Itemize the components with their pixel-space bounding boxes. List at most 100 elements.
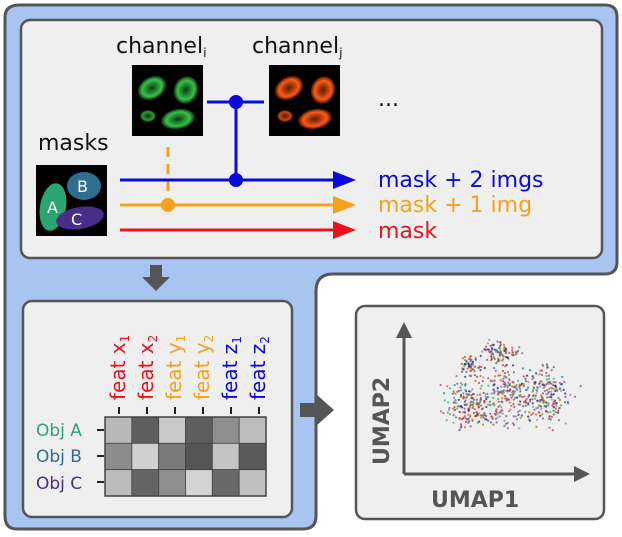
umap-point [561, 375, 564, 378]
heatmap-cell [104, 469, 133, 497]
umap-point [546, 389, 549, 392]
umap-point [502, 343, 505, 346]
umap-point [472, 412, 475, 415]
umap-point [547, 374, 551, 377]
umap-point [558, 381, 562, 384]
umap-point [543, 389, 546, 393]
umap-point [532, 376, 535, 379]
umap-point [512, 371, 516, 374]
umap-point [453, 408, 456, 412]
umap-point [558, 398, 562, 402]
umap-point [452, 414, 455, 417]
umap-point [467, 393, 470, 396]
umap-point [492, 355, 495, 358]
umap-point [564, 392, 567, 395]
column-ticks [118, 407, 260, 414]
umap-point [554, 407, 557, 410]
umap-point [545, 378, 548, 381]
umap-point [518, 384, 522, 387]
heatmap-cell [185, 469, 213, 497]
output-arrow-mask-1img [120, 196, 356, 214]
umap-point [498, 411, 502, 414]
umap-point [532, 412, 535, 415]
umap-point [541, 417, 545, 420]
umap-point [460, 425, 463, 428]
umap-point [465, 395, 469, 398]
umap-point [469, 369, 472, 372]
umap-point [493, 391, 496, 395]
umap-point [462, 397, 465, 400]
umap-point [473, 365, 476, 368]
umap-point [484, 393, 487, 396]
umap-point [563, 401, 567, 404]
umap-point [469, 400, 473, 403]
umap-point [472, 398, 475, 401]
umap-point [556, 389, 559, 392]
umap-point [507, 398, 510, 401]
umap-point [493, 383, 496, 386]
umap-point [528, 418, 531, 421]
umap-point [500, 400, 503, 403]
mask-image: A B C [36, 165, 107, 236]
umap-point [535, 372, 538, 375]
umap-point [544, 400, 548, 404]
umap-point [499, 379, 502, 382]
umap-point [500, 353, 503, 356]
umap-point [505, 384, 508, 387]
umap-point [553, 402, 556, 405]
umap-point [460, 418, 463, 421]
umap-point [513, 405, 516, 409]
umap-point [531, 378, 534, 381]
umap-point [536, 386, 539, 389]
umap-point [491, 417, 494, 420]
right-arrow-icon [300, 394, 334, 426]
umap-point [521, 352, 524, 355]
umap-point [503, 382, 506, 386]
umap-point [475, 411, 478, 414]
umap-point [511, 346, 514, 349]
umap-point [447, 401, 450, 404]
umap-point [526, 388, 529, 391]
umap-point [496, 387, 499, 390]
umap-point [493, 357, 496, 360]
umap-point [486, 358, 489, 361]
column-header-feat-z2: feat z2 [246, 336, 272, 400]
umap-point [503, 372, 506, 375]
umap-point [505, 399, 508, 402]
umap-point [539, 369, 542, 372]
umap-point [458, 411, 462, 414]
umap-point [494, 369, 497, 372]
umap-point [538, 404, 541, 407]
umap-point [462, 411, 465, 414]
umap-point [521, 382, 524, 385]
umap-point [457, 405, 461, 408]
umap-point [453, 384, 456, 387]
umap-point [474, 415, 477, 418]
umap-point [482, 391, 485, 394]
umap-point [508, 351, 511, 354]
umap-point [471, 419, 474, 422]
umap-point [494, 375, 497, 378]
umap-point [552, 413, 555, 416]
umap-point [517, 403, 520, 406]
umap-point [538, 373, 541, 376]
umap-point [500, 397, 504, 400]
umap-point [504, 397, 507, 400]
umap-point [475, 398, 478, 401]
umap-point [479, 374, 482, 378]
umap-point [454, 392, 457, 395]
umap-point [492, 423, 495, 426]
umap-point [512, 398, 515, 401]
umap-point [573, 395, 577, 398]
umap-point [511, 385, 514, 388]
heatmap-cell [211, 442, 240, 471]
umap-point [519, 416, 522, 419]
umap-point [532, 394, 535, 397]
umap-point [512, 415, 515, 418]
mask-object-b-label: B [77, 177, 88, 196]
umap-point [471, 361, 474, 364]
umap-point [511, 351, 514, 354]
row-ticks [97, 429, 104, 483]
umap-point [505, 349, 508, 352]
umap-point [529, 398, 532, 401]
